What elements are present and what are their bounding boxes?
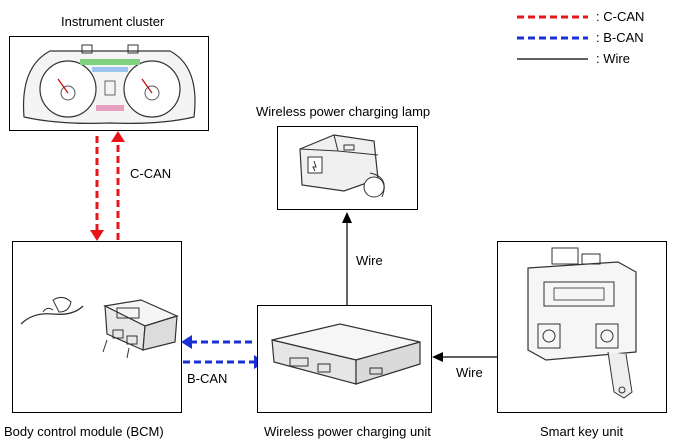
legend-c-can-label: : C-CAN xyxy=(596,9,645,24)
charging-lamp-box xyxy=(277,126,418,210)
charging-lamp-illustration xyxy=(299,134,385,198)
instrument-cluster-label: Instrument cluster xyxy=(61,14,165,29)
legend-b-can-label: : B-CAN xyxy=(596,30,644,45)
smart-key-box xyxy=(497,241,667,413)
legend-wire-label: : Wire xyxy=(596,51,630,66)
smart-key-label: Smart key unit xyxy=(540,424,624,439)
c-can-connection xyxy=(90,131,125,241)
wire-unit-to-lamp xyxy=(342,212,352,305)
instrument-cluster-illustration xyxy=(22,44,196,124)
c-can-connection-label: C-CAN xyxy=(130,166,172,181)
bcm-label: Body control module (BCM) xyxy=(4,424,164,439)
b-can-connection xyxy=(181,335,265,369)
charging-lamp-label: Wireless power charging lamp xyxy=(256,104,431,119)
wire-smartkey-label: Wire xyxy=(456,365,483,380)
bcm-illustration xyxy=(20,296,179,359)
b-can-connection-label: B-CAN xyxy=(187,371,228,386)
wire-smartkey-to-unit xyxy=(432,352,497,362)
charging-unit-illustration xyxy=(271,323,421,385)
instrument-cluster-box xyxy=(9,36,209,131)
smart-key-illustration xyxy=(527,247,637,399)
wire-lamp-label: Wire xyxy=(356,253,383,268)
charging-unit-box xyxy=(257,305,432,413)
bcm-box xyxy=(12,241,182,413)
charging-unit-label: Wireless power charging unit xyxy=(264,424,431,439)
